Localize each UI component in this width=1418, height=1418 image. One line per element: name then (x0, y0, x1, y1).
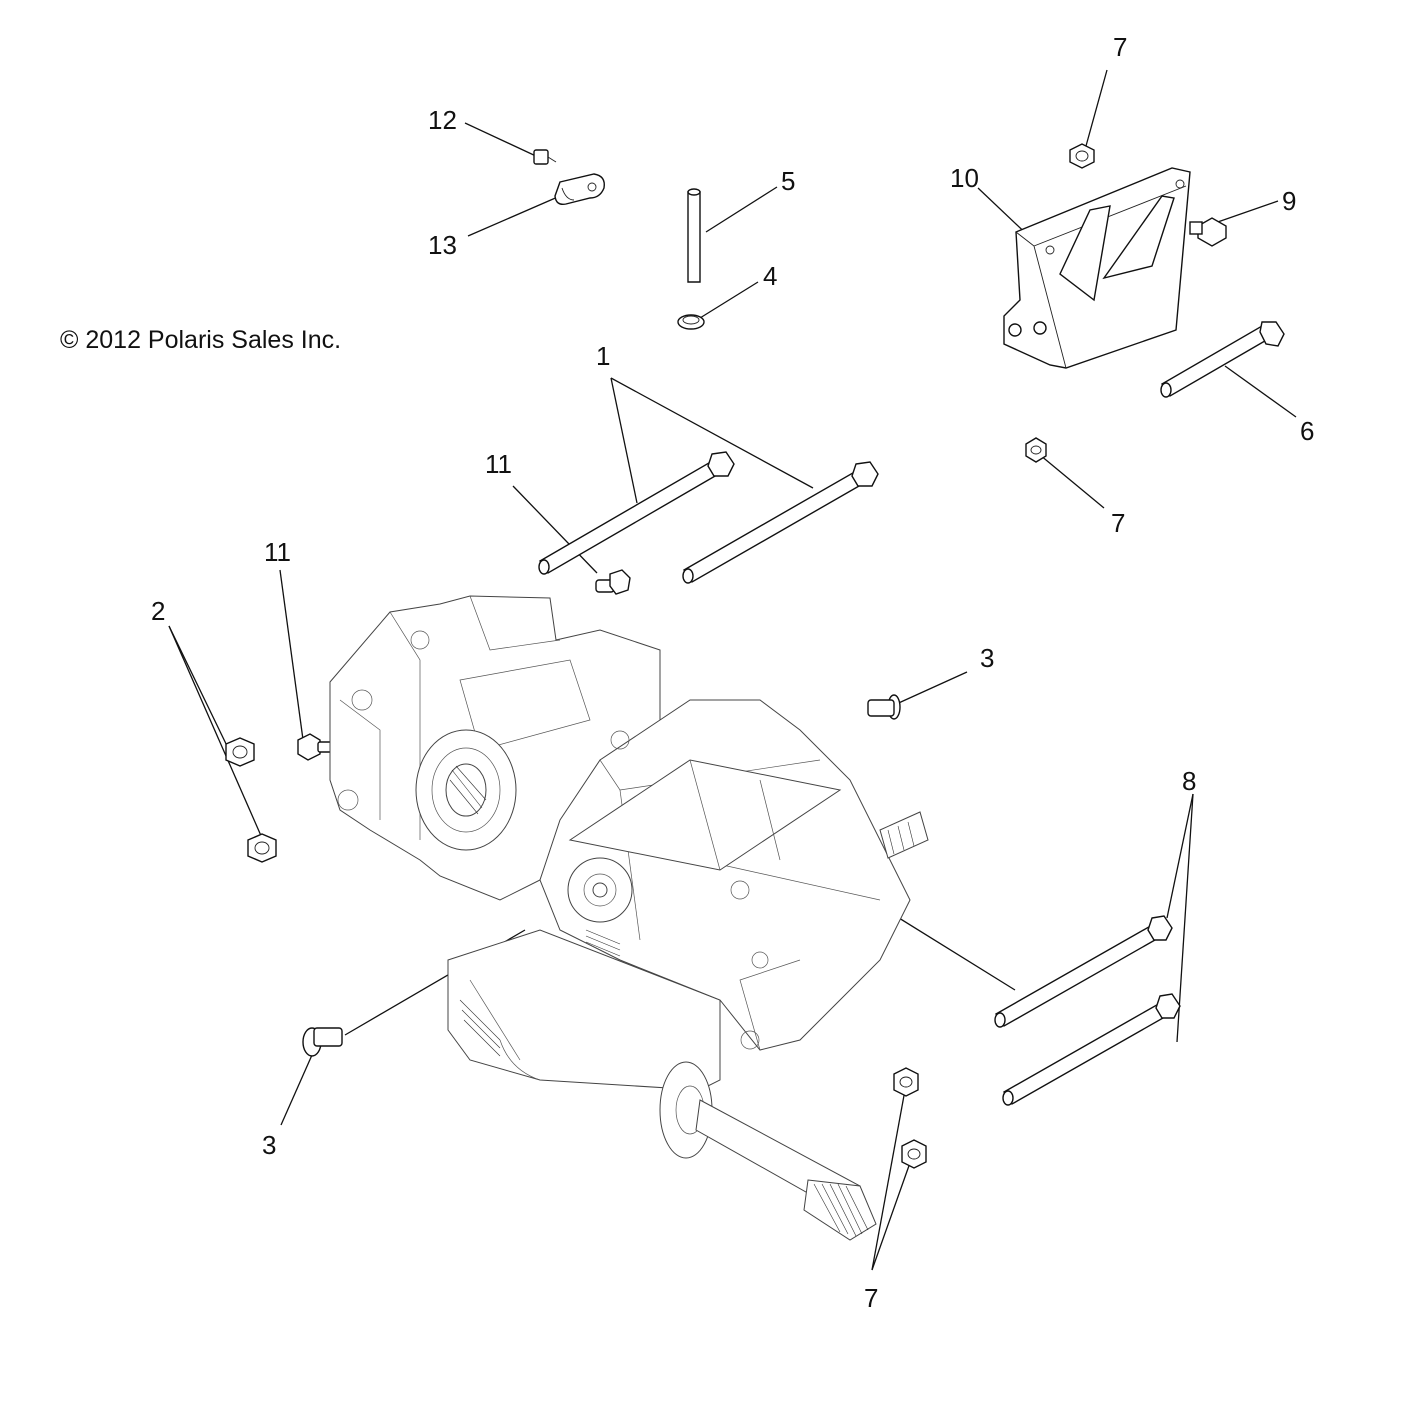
leader-11-top (512, 485, 598, 574)
bolt-11-left (297, 733, 333, 761)
bearing-hatch (449, 765, 487, 815)
nut-7-bottom-b (901, 1139, 927, 1169)
callout-3-left: 3 (262, 1130, 276, 1160)
callout-12: 12 (428, 105, 457, 135)
bolt-1b (682, 461, 879, 584)
case-vent-slots (459, 999, 501, 1057)
pin-5 (687, 188, 701, 283)
fastener-12 (533, 149, 557, 165)
callout-5: 5 (781, 166, 795, 196)
leader-2b (168, 625, 263, 839)
leader-6 (1224, 365, 1297, 418)
callout-11-left: 11 (264, 537, 291, 567)
clamp-13 (554, 173, 605, 206)
callout-13: 13 (428, 230, 457, 260)
leader-lines (168, 69, 1297, 1271)
leader-8 (1211, 200, 1279, 225)
nut-2b (247, 833, 277, 863)
callout-10: 8 (1182, 766, 1196, 796)
bolt-6 (1160, 321, 1285, 398)
leader-7-bottom-a (871, 1089, 906, 1271)
nut-2a (225, 737, 255, 767)
leader-3-right (891, 671, 968, 707)
callout-7-bottom: 7 (864, 1283, 878, 1313)
nut-7-mid (1025, 437, 1047, 463)
pin-3-right (867, 694, 901, 720)
leader-3-left (280, 1054, 313, 1126)
leader-1a (610, 377, 638, 504)
leader-1b (610, 377, 814, 489)
leader-7-bottom-b (871, 1159, 912, 1271)
clip-4 (677, 314, 705, 330)
leader-2a (168, 625, 230, 751)
transmission-case (329, 595, 929, 1241)
callout-labels: 7 12 13 5 4 10 9 6 7 1 11 11 2 3 8 3 7 (151, 32, 1314, 1313)
spline-hatch (813, 1183, 869, 1237)
leader-12 (464, 122, 539, 158)
bolt-1a (538, 451, 735, 575)
bracket-9 (1003, 167, 1191, 369)
bolt-10b (1002, 993, 1181, 1106)
callout-7-mid: 7 (1111, 508, 1125, 538)
leader-4 (699, 281, 759, 319)
callout-8: 9 (1282, 186, 1296, 216)
pin-3-left (302, 1027, 343, 1057)
leader-7-mid (1039, 454, 1105, 509)
leader-5 (705, 186, 778, 233)
bolt-8 (1189, 217, 1227, 247)
bolt-11-top (595, 569, 631, 595)
bolt-10a (994, 915, 1173, 1028)
callout-6: 6 (1300, 416, 1314, 446)
nut-7-bottom-a (893, 1067, 919, 1097)
sensor-hatch (585, 929, 621, 957)
callout-9: 10 (950, 163, 979, 193)
callout-2: 2 (151, 596, 165, 626)
callout-1: 1 (596, 341, 610, 371)
leader-10a (1166, 793, 1194, 919)
leader-10b (1176, 793, 1194, 1043)
copyright-text: © 2012 Polaris Sales Inc. (60, 326, 341, 354)
callout-3-right: 3 (980, 643, 994, 673)
leader-11-left (279, 569, 305, 748)
callout-4: 4 (763, 261, 777, 291)
nut-7-top (1069, 143, 1095, 169)
callout-7-top: 7 (1113, 32, 1127, 62)
leader-7-top (1085, 69, 1108, 147)
callout-11-top: 11 (485, 449, 512, 479)
leader-13 (467, 195, 561, 237)
